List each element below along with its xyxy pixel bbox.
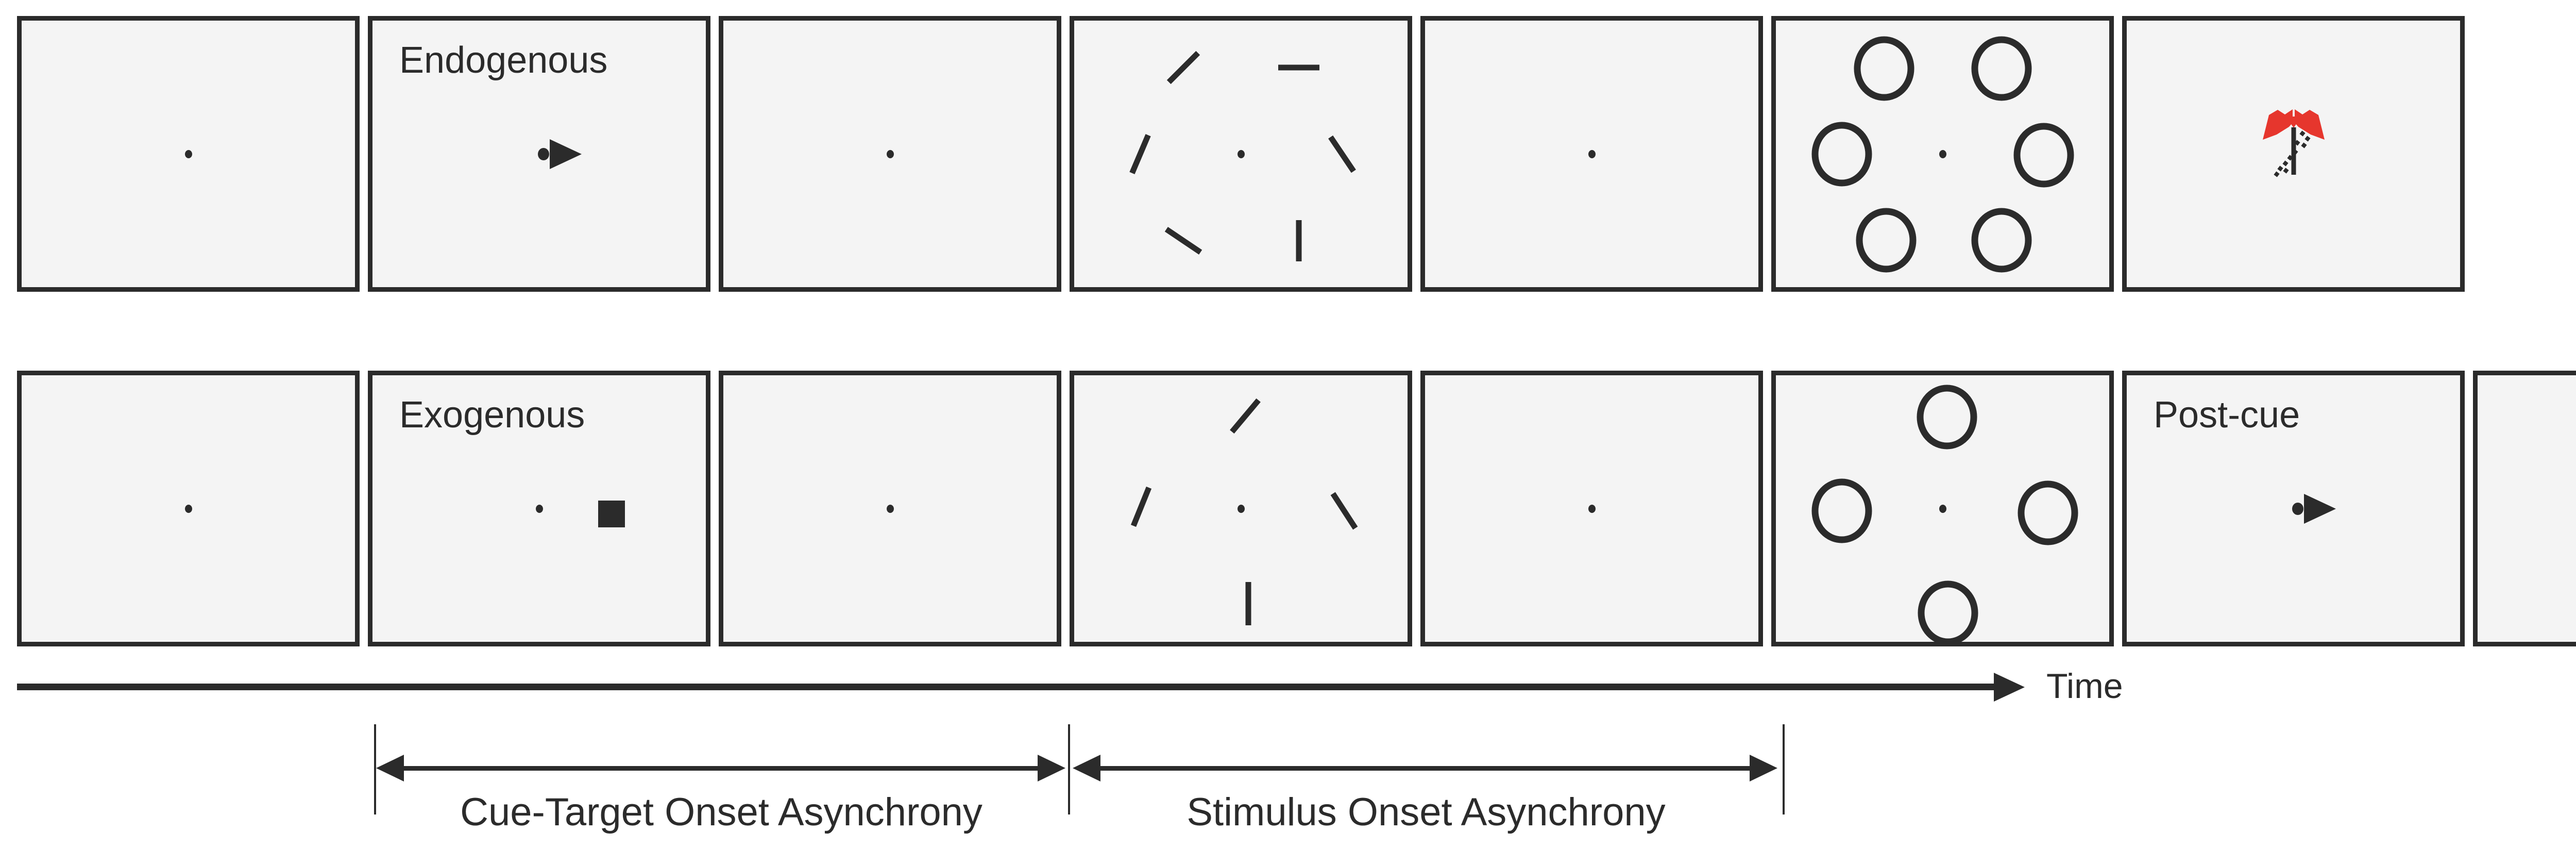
frame-label: Exogenous <box>399 394 585 436</box>
ctoa-arrowhead-left-icon <box>376 755 404 782</box>
stimulus-line-icon <box>1230 398 1261 434</box>
display-frame-endogenous-1-fixation <box>17 16 360 292</box>
placeholder-circle-icon <box>1918 580 1978 642</box>
display-frame-endogenous-7-response <box>2122 16 2465 292</box>
soa-arrowhead-right-icon <box>1750 755 1777 782</box>
time-axis-label: Time <box>2046 667 2123 706</box>
fixation-dot-icon <box>1939 150 1946 158</box>
frame-scene <box>887 150 894 158</box>
stimulus-line-icon <box>1130 486 1152 527</box>
stimulus-line-icon <box>1164 227 1202 255</box>
fixation-dot-icon <box>185 505 192 513</box>
display-frame-exogenous-1-fixation <box>17 371 360 646</box>
placeholder-circle-icon <box>1917 385 1977 450</box>
display-frame-endogenous-3-fixation <box>719 16 1061 292</box>
soa-arrowhead-left-icon <box>1073 755 1100 782</box>
stimulus-line-icon <box>1245 582 1251 625</box>
display-frame-exogenous-6-circles <box>1771 371 2114 646</box>
ctoa-label: Cue-Target Onset Asynchrony <box>460 790 982 834</box>
placeholder-circle-icon <box>2013 123 2074 188</box>
placeholder-circle-icon <box>1971 36 2032 101</box>
fixation-dot-icon <box>1238 150 1245 158</box>
stimulus-line-icon <box>1296 220 1302 261</box>
frame-scene <box>1129 51 1356 261</box>
fixation-dot-icon <box>887 150 894 158</box>
frame-scene <box>185 505 192 513</box>
display-frame-exogenous-8-response <box>2473 371 2576 646</box>
stimulus-line-icon <box>1129 134 1151 174</box>
fixation-dot-icon <box>887 505 894 513</box>
interval-tick-stimulus-onset <box>1068 724 1070 814</box>
frame-scene <box>536 501 625 527</box>
placeholder-circle-icon <box>1971 208 2032 273</box>
frame-scene <box>1588 505 1596 513</box>
arrow-cue-icon <box>2304 494 2336 524</box>
placeholder-circle-icon <box>1811 478 1872 543</box>
stimulus-line-icon <box>1330 492 1358 530</box>
frame-scene <box>185 150 192 158</box>
frame-scene <box>2478 375 2576 642</box>
frame-scene <box>1130 398 1358 625</box>
display-frame-endogenous-4-lines <box>1070 16 1412 292</box>
frame-scene <box>2292 494 2336 524</box>
placeholder-circle-icon <box>1856 208 1917 273</box>
fixation-dot-icon <box>1588 505 1596 513</box>
fixation-dot-icon <box>1238 505 1245 513</box>
interval-tick-placeholder-onset <box>1783 724 1785 814</box>
stimulus-line-icon <box>1166 51 1200 85</box>
time-axis-line <box>17 684 1995 690</box>
frame-scene <box>887 505 894 513</box>
display-frame-endogenous-2-arrow-cue: Endogenous <box>368 16 710 292</box>
time-axis-arrowhead-icon <box>1994 673 2025 702</box>
fixation-dot-icon <box>538 148 549 160</box>
stimulus-line-icon <box>1328 135 1356 173</box>
display-frame-exogenous-2-square-cue: Exogenous <box>368 371 710 646</box>
display-frame-exogenous-7-arrow-cue: Post-cue <box>2122 371 2465 646</box>
square-cue-icon <box>598 501 625 527</box>
fixation-dot-icon <box>1939 505 1946 513</box>
placeholder-circle-icon <box>1854 36 1914 101</box>
soa-label: Stimulus Onset Asynchrony <box>1187 790 1666 834</box>
display-frame-exogenous-3-fixation <box>719 371 1061 646</box>
frame-label: Endogenous <box>399 40 608 81</box>
soa-arrow-line <box>1098 766 1752 771</box>
display-frame-endogenous-6-circles <box>1771 16 2114 292</box>
ctoa-arrowhead-right-icon <box>1038 755 1065 782</box>
ctoa-arrow-line <box>402 766 1040 771</box>
display-frame-endogenous-5-fixation <box>1420 16 1763 292</box>
stimulus-line-icon <box>1278 64 1319 71</box>
fixation-dot-icon <box>1588 150 1596 158</box>
frame-scene <box>1811 36 2074 273</box>
fixation-dot-icon <box>185 150 192 158</box>
frame-label: Post-cue <box>2154 394 2300 436</box>
frame-scene <box>2263 109 2325 177</box>
interval-tick-cue-onset <box>374 724 376 814</box>
placeholder-circle-icon <box>1811 122 1872 187</box>
fixation-dot-icon <box>536 505 543 513</box>
frame-scene <box>538 139 582 169</box>
display-frame-exogenous-4-lines <box>1070 371 1412 646</box>
response-marker-icon <box>2263 109 2325 177</box>
placeholder-circle-icon <box>2018 480 2078 545</box>
display-frame-exogenous-5-fixation <box>1420 371 1763 646</box>
frame-scene <box>1588 150 1596 158</box>
arrow-cue-icon <box>550 139 582 169</box>
fixation-dot-icon <box>2292 503 2303 515</box>
frame-scene <box>1811 385 2078 642</box>
